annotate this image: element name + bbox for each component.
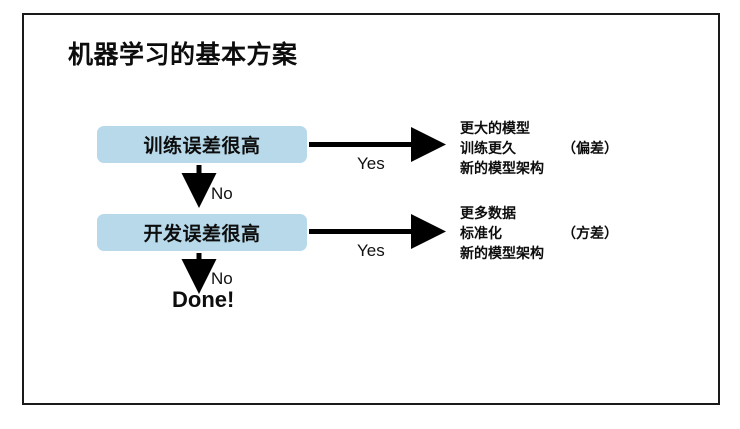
remedy-list-bias: 更大的模型 训练更久 新的模型架构 <box>460 118 544 178</box>
remedy-tag-variance: （方差） <box>562 225 618 241</box>
remedy-item: 新的模型架构 <box>460 245 544 261</box>
decision-node-dev-error[interactable]: 开发误差很高 <box>97 214 307 251</box>
page-title: 机器学习的基本方案 <box>68 41 298 69</box>
remedy-item: 更多数据 <box>460 205 516 221</box>
decision-node-label: 训练误差很高 <box>143 136 261 157</box>
remedy-item: 标准化 <box>460 225 502 241</box>
slide-canvas: 机器学习的基本方案 训练误差很高 开发误差很高 Yes No <box>22 13 720 405</box>
remedy-list-variance: 更多数据 标准化 新的模型架构 <box>460 203 544 263</box>
edge-label-no-dev-error: No <box>211 269 233 288</box>
remedy-block-bias: 更大的模型 训练更久 新的模型架构 （偏差） <box>460 118 618 178</box>
edge-label-no-train-error: No <box>211 184 233 203</box>
decision-node-label: 开发误差很高 <box>143 224 261 245</box>
remedy-block-variance: 更多数据 标准化 新的模型架构 （方差） <box>460 203 618 263</box>
edge-label-yes-dev-error: Yes <box>357 241 385 260</box>
remedy-item: 更大的模型 <box>460 120 530 136</box>
edge-label-yes-train-error: Yes <box>357 154 385 173</box>
terminal-node-done: Done! <box>172 287 235 312</box>
decision-node-train-error[interactable]: 训练误差很高 <box>97 126 307 163</box>
remedy-item: 训练更久 <box>460 140 516 156</box>
remedy-item: 新的模型架构 <box>460 160 544 176</box>
remedy-tag-bias: （偏差） <box>562 140 618 156</box>
